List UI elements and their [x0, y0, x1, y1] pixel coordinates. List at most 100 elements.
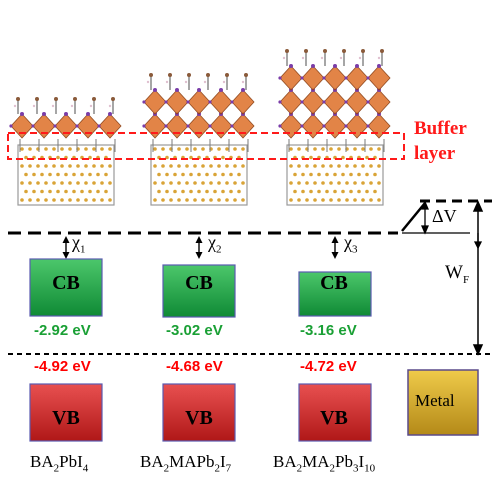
pbi6-octahedron [231, 89, 255, 115]
pbi6-octahedron [209, 89, 233, 115]
metal-label: Metal [415, 391, 455, 410]
pbi6-octahedron [367, 113, 391, 139]
pbi6-octahedron [367, 65, 391, 91]
buffer-label-line1: Buffer [414, 118, 467, 139]
substrate-atom [64, 189, 68, 194]
substrate-atom [297, 147, 301, 151]
vb-label-1: VB [52, 407, 80, 429]
substrate-atom [88, 189, 92, 194]
chi-2-label: χ2 [208, 232, 222, 256]
compound-name-2: BA2MAPb2I7 [140, 452, 232, 475]
band-boxes [29, 258, 372, 442]
substrate-atom [84, 181, 88, 185]
substrate-atom [353, 147, 357, 151]
substrate-atom [221, 172, 225, 177]
iodine-atom [9, 124, 13, 128]
substrate-atom [96, 189, 100, 194]
substrate-atom [201, 181, 205, 185]
hydrogen-atom [146, 80, 150, 84]
substrate-atom [153, 181, 157, 185]
iodine-atom [333, 64, 337, 68]
hydrogen-atom [339, 56, 343, 60]
hydrogen-atom [89, 104, 93, 108]
iodine-atom [164, 100, 168, 104]
substrate-atom [225, 147, 229, 151]
substrate-atom [377, 164, 381, 168]
substrate-atom [157, 172, 161, 177]
substrate-atom [100, 164, 104, 168]
substrate-atom [361, 198, 365, 202]
substrate-atom [221, 155, 225, 160]
substrate-atom [233, 147, 237, 151]
compound-name-3: BA2MA2Pb3I10 [273, 452, 376, 475]
substrate-atom [321, 164, 325, 168]
substrate-atom [233, 198, 237, 202]
carbon-atom [225, 73, 229, 77]
substrate-atom [56, 155, 60, 160]
iodine-atom [208, 100, 212, 104]
substrate-atom [377, 147, 381, 151]
substrate-atom [36, 181, 40, 185]
substrate-atom [365, 155, 369, 160]
substrate-atom [64, 172, 68, 177]
substrate-atom [353, 198, 357, 202]
substrate-atom [241, 147, 245, 151]
chi-arrow-head-down [195, 252, 203, 259]
substrate-atom [289, 198, 293, 202]
iodine-atom [366, 124, 370, 128]
carbon-atom [206, 73, 210, 77]
substrate-atom [197, 189, 201, 194]
hydrogen-atom [13, 104, 17, 108]
substrate-atom [345, 198, 349, 202]
substrate-atom [353, 164, 357, 168]
substrate-atom [225, 164, 229, 168]
vb-label-2: VB [185, 407, 213, 429]
substrate-atom [205, 172, 209, 177]
substrate-atom [205, 189, 209, 194]
chi-arrow-3 [331, 236, 339, 259]
substrate-atom [20, 147, 24, 151]
substrate-atom [213, 189, 217, 194]
substrate-atom [305, 164, 309, 168]
substrate-atom [345, 181, 349, 185]
substrate-atom [108, 181, 112, 185]
chi-arrow-head-up [195, 236, 203, 243]
substrate-atom [237, 172, 241, 177]
substrate-atom [157, 189, 161, 194]
substrate-atom [84, 164, 88, 168]
substrate-atom [313, 164, 317, 168]
substrate-atom [28, 164, 32, 168]
substrate-atom [361, 181, 365, 185]
substrate-atom [193, 181, 197, 185]
substrate-atom [161, 181, 165, 185]
carbon-atom [16, 97, 20, 101]
carbon-atom [73, 97, 77, 101]
substrate-atom [52, 198, 56, 202]
substrate-atom [213, 172, 217, 177]
cb-label-2: CB [185, 272, 213, 294]
iodine-atom [377, 64, 381, 68]
substrate-atom [309, 155, 313, 160]
iodine-atom [311, 64, 315, 68]
work-function-arrow [472, 200, 484, 356]
delta-v-arrow [421, 200, 429, 235]
substrate-atom [28, 198, 32, 202]
pbi6-octahedron [143, 113, 167, 139]
substrate-atom [289, 147, 293, 151]
crystal-structure-3 [278, 49, 391, 206]
pbi6-octahedron [143, 89, 167, 115]
substrate-atom [241, 164, 245, 168]
iodine-atom [300, 100, 304, 104]
substrate-atom [169, 198, 173, 202]
iodine-atom [344, 76, 348, 80]
substrate-atom [229, 189, 233, 194]
hydrogen-atom [241, 80, 245, 84]
substrate-atom [233, 164, 237, 168]
substrate-atom [153, 147, 157, 151]
substrate-atom [56, 189, 60, 194]
substrate-atom [301, 172, 305, 177]
substrate-atom [68, 181, 72, 185]
carbon-atom [187, 73, 191, 77]
substrate-atom [189, 155, 193, 160]
hydrogen-atom [108, 104, 112, 108]
